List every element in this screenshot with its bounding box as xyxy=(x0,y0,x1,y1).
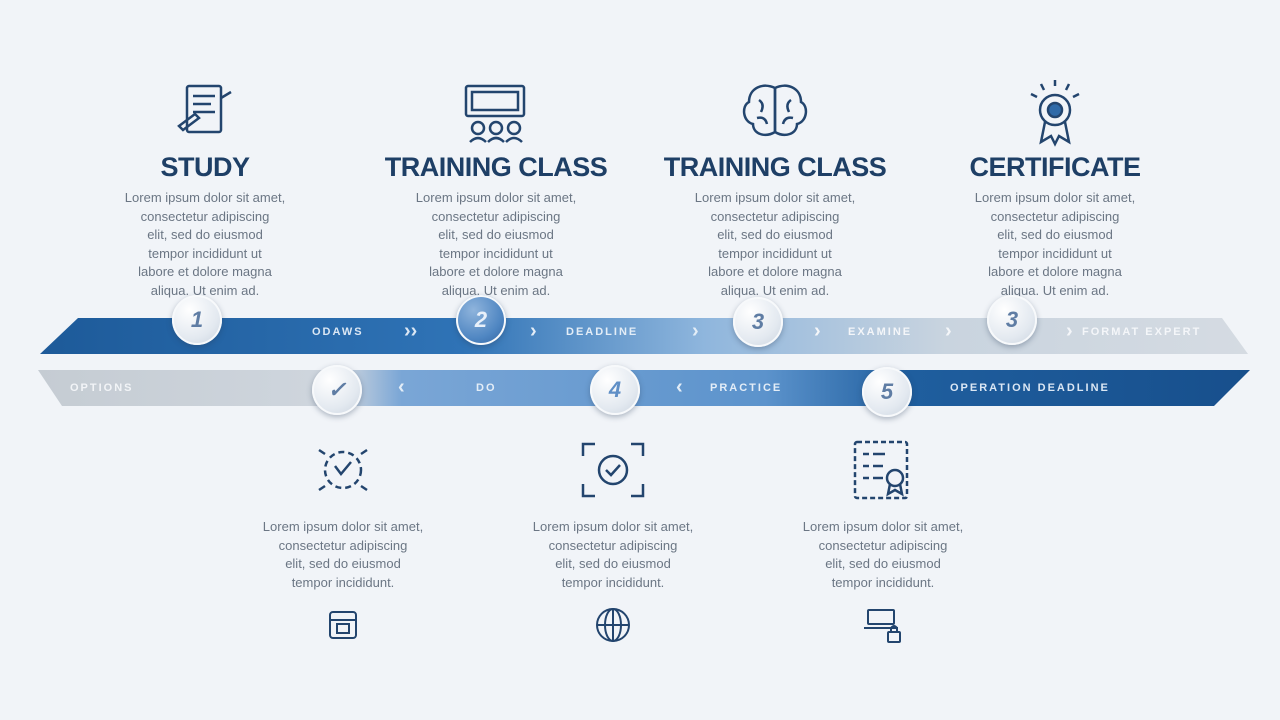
document-pen-icon xyxy=(165,78,245,150)
bottom-step-description: Lorem ipsum dolor sit amet,consectetur a… xyxy=(532,519,694,590)
upper-node-2: 2 xyxy=(456,295,506,345)
upper-node-1: 1 xyxy=(172,295,222,345)
step-description: Lorem ipsum dolor sit amet,consectetur a… xyxy=(124,190,286,298)
lower-lane-label-2: DO xyxy=(476,382,497,394)
globe-icon xyxy=(588,600,638,650)
lower-lane-label-3: PRACTICE xyxy=(710,382,783,394)
bottom-step-description: Lorem ipsum dolor sit amet,consectetur a… xyxy=(262,519,424,590)
upper-lane-label-2: DEADLINE xyxy=(566,326,639,338)
upper-node-4: 3 xyxy=(987,295,1037,345)
step-title: CERTIFICATE xyxy=(969,152,1142,182)
brain-icon xyxy=(735,78,815,150)
step-title: TRAINING CLASS xyxy=(384,152,608,182)
bottom-step-1: Lorem ipsum dolor sit amet,consectetur a… xyxy=(233,436,453,650)
upper-node-3: 3 xyxy=(733,297,783,347)
bottom-step-description: Lorem ipsum dolor sit amet,consectetur a… xyxy=(802,519,964,590)
chevron-right-icon: › xyxy=(692,320,699,342)
checklist-certificate-icon xyxy=(843,436,923,508)
upper-lane-label-3: EXAMINE xyxy=(848,326,913,338)
lower-node-4: 4 xyxy=(590,365,640,415)
step-training-class-1: TRAINING CLASS Lorem ipsum dolor sit ame… xyxy=(366,78,626,300)
presentation-board-icon xyxy=(456,78,536,150)
checkmark-focus-icon xyxy=(573,436,653,508)
lower-lane-label-4: OPERATION DEADLINE xyxy=(950,382,1110,394)
target-process-icon xyxy=(303,436,383,508)
step-certificate: CERTIFICATE Lorem ipsum dolor sit amet,c… xyxy=(925,78,1185,300)
step-description: Lorem ipsum dolor sit amet,consectetur a… xyxy=(974,190,1136,298)
calendar-badge-icon xyxy=(318,600,368,650)
chevron-right-icon: › xyxy=(530,320,537,342)
step-training-class-2: TRAINING CLASS Lorem ipsum dolor sit ame… xyxy=(645,78,905,300)
lower-lane-label-1: OPTIONS xyxy=(70,382,134,394)
laptop-lock-icon xyxy=(858,600,908,650)
lower-node-check: ✓ xyxy=(312,365,362,415)
chevron-left-icon: ‹ xyxy=(398,376,405,398)
step-description: Lorem ipsum dolor sit amet,consectetur a… xyxy=(694,190,856,298)
chevron-right-icon: ›› xyxy=(404,320,418,342)
bottom-step-3: Lorem ipsum dolor sit amet,consectetur a… xyxy=(773,436,993,650)
chevron-right-icon: › xyxy=(814,320,821,342)
bottom-step-2: Lorem ipsum dolor sit amet,consectetur a… xyxy=(503,436,723,650)
chevron-left-icon: ‹ xyxy=(676,376,683,398)
upper-lane-arrow xyxy=(40,318,1248,354)
step-description: Lorem ipsum dolor sit amet,consectetur a… xyxy=(415,190,577,298)
lower-node-5: 5 xyxy=(862,367,912,417)
step-title: STUDY xyxy=(160,152,250,182)
step-study: STUDY Lorem ipsum dolor sit amet,consect… xyxy=(75,78,335,300)
chevron-right-icon: › xyxy=(945,320,952,342)
chevron-right-icon: › xyxy=(1066,320,1073,342)
step-title: TRAINING CLASS xyxy=(663,152,887,182)
upper-lane-label-4: FORMAT EXPERT xyxy=(1082,326,1202,338)
upper-lane-label-1: ODAWS xyxy=(312,326,364,338)
award-ribbon-icon xyxy=(1015,78,1095,150)
